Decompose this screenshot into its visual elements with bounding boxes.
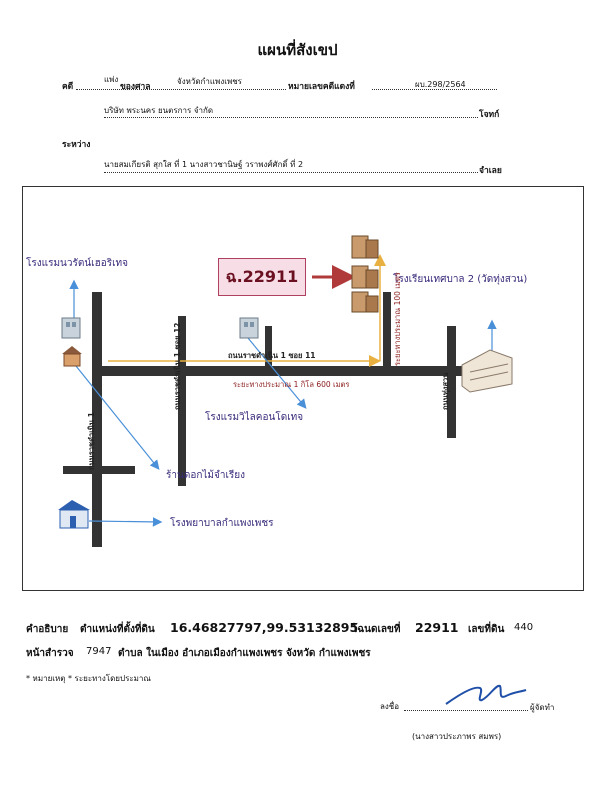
deed-buildings-icon <box>351 235 379 313</box>
plaintiff-role: โจทก์ <box>479 110 500 120</box>
court-name: จังหวัดกำแพงเพชร <box>177 77 242 86</box>
distance-horizontal: ระยะทางประมาณ 1 กิโล 600 เมตร <box>233 380 350 389</box>
survey-no: 7947 <box>86 646 112 657</box>
land-no-label: เลขที่ดิน <box>468 624 505 635</box>
school-building-icon <box>461 349 513 393</box>
road-ratchadamnoen-1 <box>92 292 102 547</box>
place-flower-shop: ร้านดอกไม้จำเรียง <box>166 470 246 481</box>
signature-icon <box>445 684 527 705</box>
distance-vertical: ระยะทางประมาณ 100 เมตร <box>393 272 402 366</box>
coordinates: 16.46827797,99.53132895 <box>170 620 359 635</box>
place-hospital: โรงพยาบาลกำแพงเพชร <box>170 518 274 529</box>
arrow-hospital <box>88 517 163 527</box>
land-no: 440 <box>514 622 534 633</box>
road-cross-lower <box>63 466 135 474</box>
sign-role: ผู้จัดทำ <box>530 703 555 712</box>
street-thung-suan: ถนนทุ่งสวน <box>441 372 450 410</box>
road-soi-12 <box>178 316 186 486</box>
hotel-mid-icon <box>239 317 259 339</box>
road-thung-suan <box>447 326 456 438</box>
survey-label: หน้าสำรวจ <box>26 648 74 659</box>
note: * หมายเหตุ * ระยะทางโดยประมาณ <box>26 674 151 683</box>
case-type: แพ่ง <box>104 75 119 84</box>
house-icon <box>62 346 82 367</box>
court-label: ของศาล <box>120 82 151 92</box>
desc-label: คำอธิบาย <box>26 624 69 635</box>
hotel-top-icon <box>61 317 81 339</box>
place-hotel-mid: โรงแรมวิไลคอนโดเทจ <box>205 412 304 423</box>
location-text: ตำบล ในเมือง อำเภอเมืองกำแพงเพชร จังหวัด… <box>118 648 371 659</box>
arrow-hotel-mid <box>247 337 307 409</box>
defendant-names: นายสมเกียรติ สุกใส ที่ 1 นางสาวชานิษฐ์ ว… <box>104 160 304 169</box>
plaintiff-name: บริษัท พระนคร ยนตรการ จำกัด <box>104 106 214 115</box>
page-title: แผนที่สังเขป <box>257 41 338 59</box>
map-frame <box>22 186 584 591</box>
case-number-label: หมายเลขคดีแดงที่ <box>288 82 355 92</box>
hospital-icon <box>58 500 90 529</box>
arrow-flower-shop <box>75 365 160 470</box>
deed-no-label: โฉนดเลขที่ <box>352 624 401 635</box>
deed-no: 22911 <box>415 620 459 635</box>
road-stub <box>265 326 272 370</box>
case-label: คดี <box>62 82 74 92</box>
case-number: ผบ.298/2564 <box>415 80 466 89</box>
place-school: โรงเรียนเทศบาล 2 (วัดทุ่งสวน) <box>393 274 528 285</box>
between-label: ระหว่าง <box>62 140 91 150</box>
street-soi-12: ถนนราชดำเนิน 1 ซอย 12 <box>173 322 182 410</box>
deed-box: ฉ.22911 <box>218 258 306 296</box>
place-hotel-top: โรงแรมนวรัตน์เฮอริเทจ <box>26 258 128 269</box>
sign-label: ลงชื่อ <box>380 702 400 711</box>
street-main: ถนนราชดำเนิน 1 <box>87 412 96 470</box>
street-soi-11: ถนนราชดำเนิน 1 ซอย 11 <box>228 351 316 360</box>
road-deed-access <box>383 292 391 370</box>
signer-name: (นางสาวประภาพร สมพร) <box>412 732 502 741</box>
location-label: ตำแหน่งที่ตั้งที่ดิน <box>80 624 155 635</box>
road-soi-11 <box>100 366 492 376</box>
defendant-role: จำเลย <box>479 166 502 176</box>
